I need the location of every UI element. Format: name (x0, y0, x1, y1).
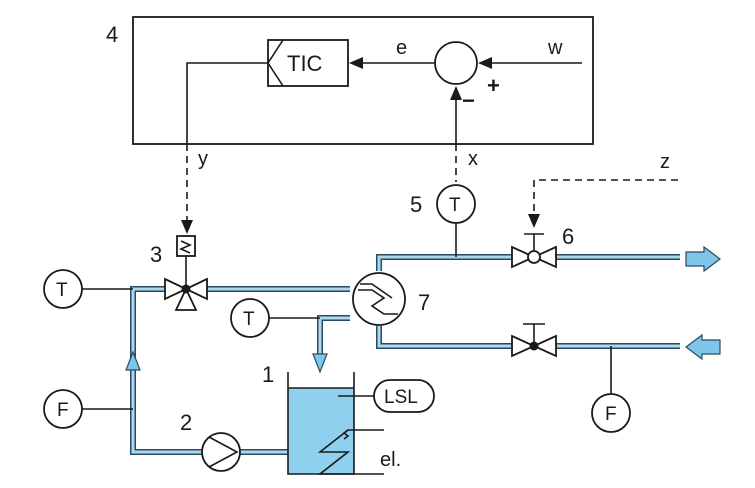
signal-y: y (198, 148, 208, 170)
x-arrow (450, 86, 462, 100)
tank (287, 372, 355, 475)
temp-sensor-top (436, 184, 476, 224)
heater-coil (317, 429, 384, 475)
valve6-number: 6 (562, 224, 574, 249)
pump-number: 2 (180, 410, 192, 435)
y-arrow (181, 220, 193, 234)
flow-sensor-right-label: F (605, 404, 617, 425)
temp-sensor-mid-label: T (243, 309, 255, 330)
comparator (434, 41, 478, 85)
control-valve (511, 233, 557, 269)
temp-sensor-left (43, 269, 83, 309)
temp-sensor-top-label: T (449, 195, 461, 216)
lsl-sensor (373, 379, 435, 413)
heat-exchanger (352, 272, 406, 326)
heater-label: el. (380, 449, 401, 471)
z-arrow (528, 214, 540, 228)
exchanger-number: 7 (418, 290, 430, 315)
flow-sensor-right (591, 393, 631, 433)
flow-down-arrow (312, 353, 328, 374)
w-arrow (478, 57, 492, 69)
signal-e: e (396, 37, 407, 59)
temp-sensor-left-label: T (56, 280, 68, 301)
valve3-number: 3 (150, 242, 162, 267)
inlet-arrow (685, 333, 721, 361)
tank-number: 1 (262, 362, 274, 387)
controller-box (132, 16, 594, 145)
minus-sign: − (462, 88, 475, 113)
temp-sensor-mid (230, 298, 270, 338)
flow-sensor-left-label: F (57, 400, 69, 421)
flow-up-arrow (125, 350, 141, 371)
tic-block: TIC (267, 39, 349, 87)
hand-valve (511, 323, 557, 358)
e-arrow (349, 57, 363, 69)
three-way-valve (164, 235, 208, 311)
signal-x: x (468, 148, 478, 170)
tic-label: TIC (287, 51, 323, 76)
signal-z: z (660, 151, 670, 173)
pump (201, 432, 241, 472)
plus-sign: + (487, 73, 500, 98)
sensor5-number: 5 (410, 192, 422, 217)
outlet-arrow (685, 245, 721, 273)
controller-box-number: 4 (106, 22, 118, 47)
lsl-label: LSL (384, 387, 418, 408)
flow-sensor-left (43, 389, 83, 429)
signal-w: w (547, 37, 563, 59)
